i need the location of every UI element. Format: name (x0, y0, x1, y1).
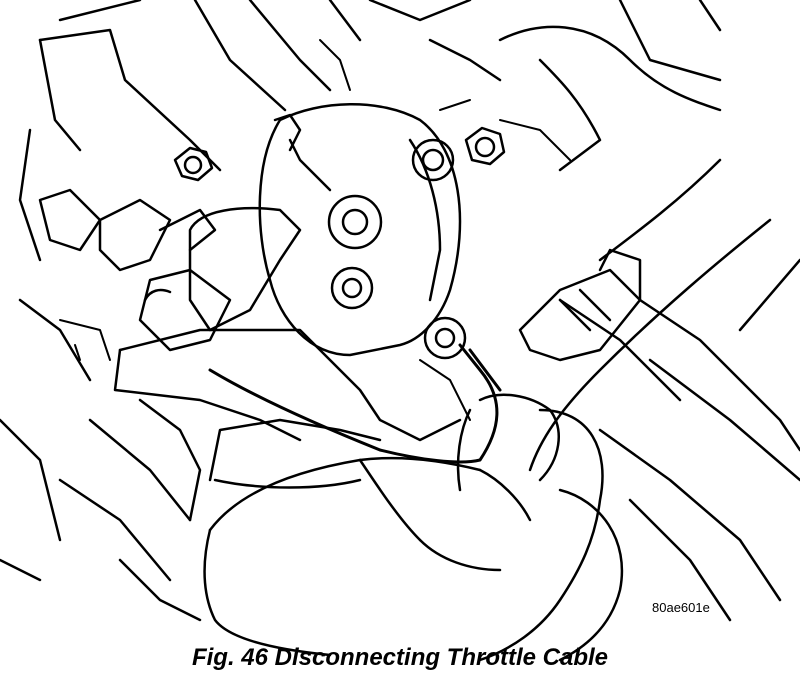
technician-hand (205, 395, 622, 660)
engine-background (0, 0, 800, 620)
figure-caption: Fig. 46 Disconnecting Throttle Cable (191, 644, 609, 671)
detail-lines (60, 40, 570, 420)
figure-reference-code: 80ae601e (652, 600, 710, 615)
throttle-cable (210, 345, 500, 462)
throttle-lever-cam (260, 104, 465, 358)
mounting-nut-left (175, 148, 212, 180)
electrical-connector (520, 250, 640, 360)
throttle-body-housing (40, 190, 460, 488)
mounting-nut-right (466, 128, 504, 164)
